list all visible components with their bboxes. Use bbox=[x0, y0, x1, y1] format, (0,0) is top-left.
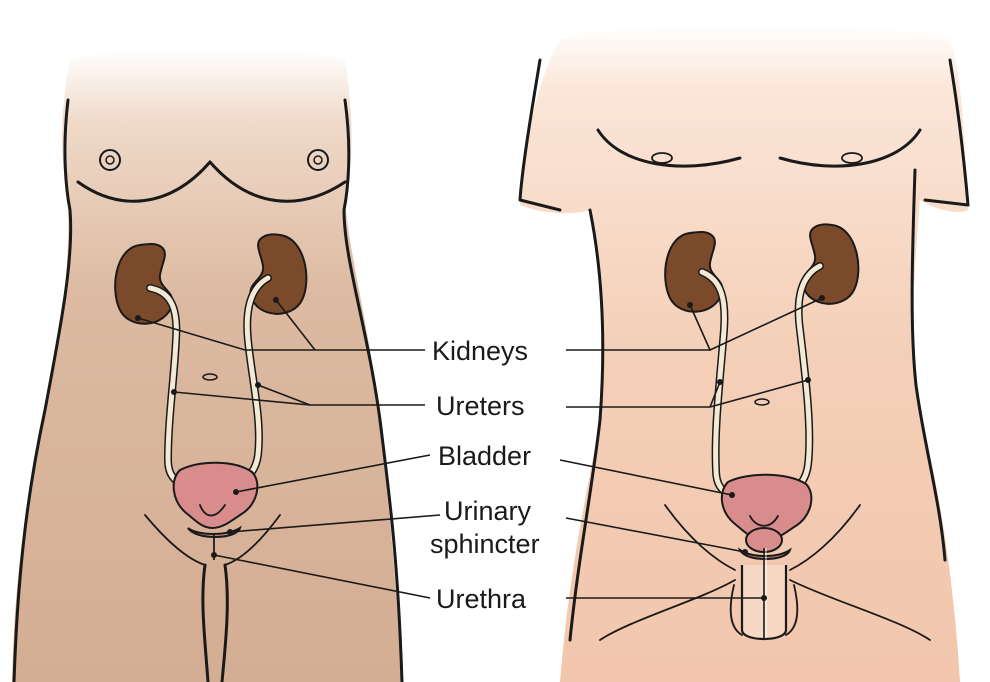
male-figure bbox=[520, 25, 968, 682]
labels: Kidneys Ureters Bladder Urinary sphincte… bbox=[430, 336, 540, 614]
label-ureters: Ureters bbox=[436, 391, 525, 421]
label-urinary: Urinary bbox=[444, 496, 532, 526]
female-figure bbox=[12, 49, 402, 682]
label-urethra: Urethra bbox=[436, 584, 527, 614]
female-body bbox=[12, 49, 402, 682]
label-bladder: Bladder bbox=[438, 441, 531, 471]
label-kidneys: Kidneys bbox=[432, 336, 528, 366]
label-sphincter: sphincter bbox=[430, 529, 540, 559]
